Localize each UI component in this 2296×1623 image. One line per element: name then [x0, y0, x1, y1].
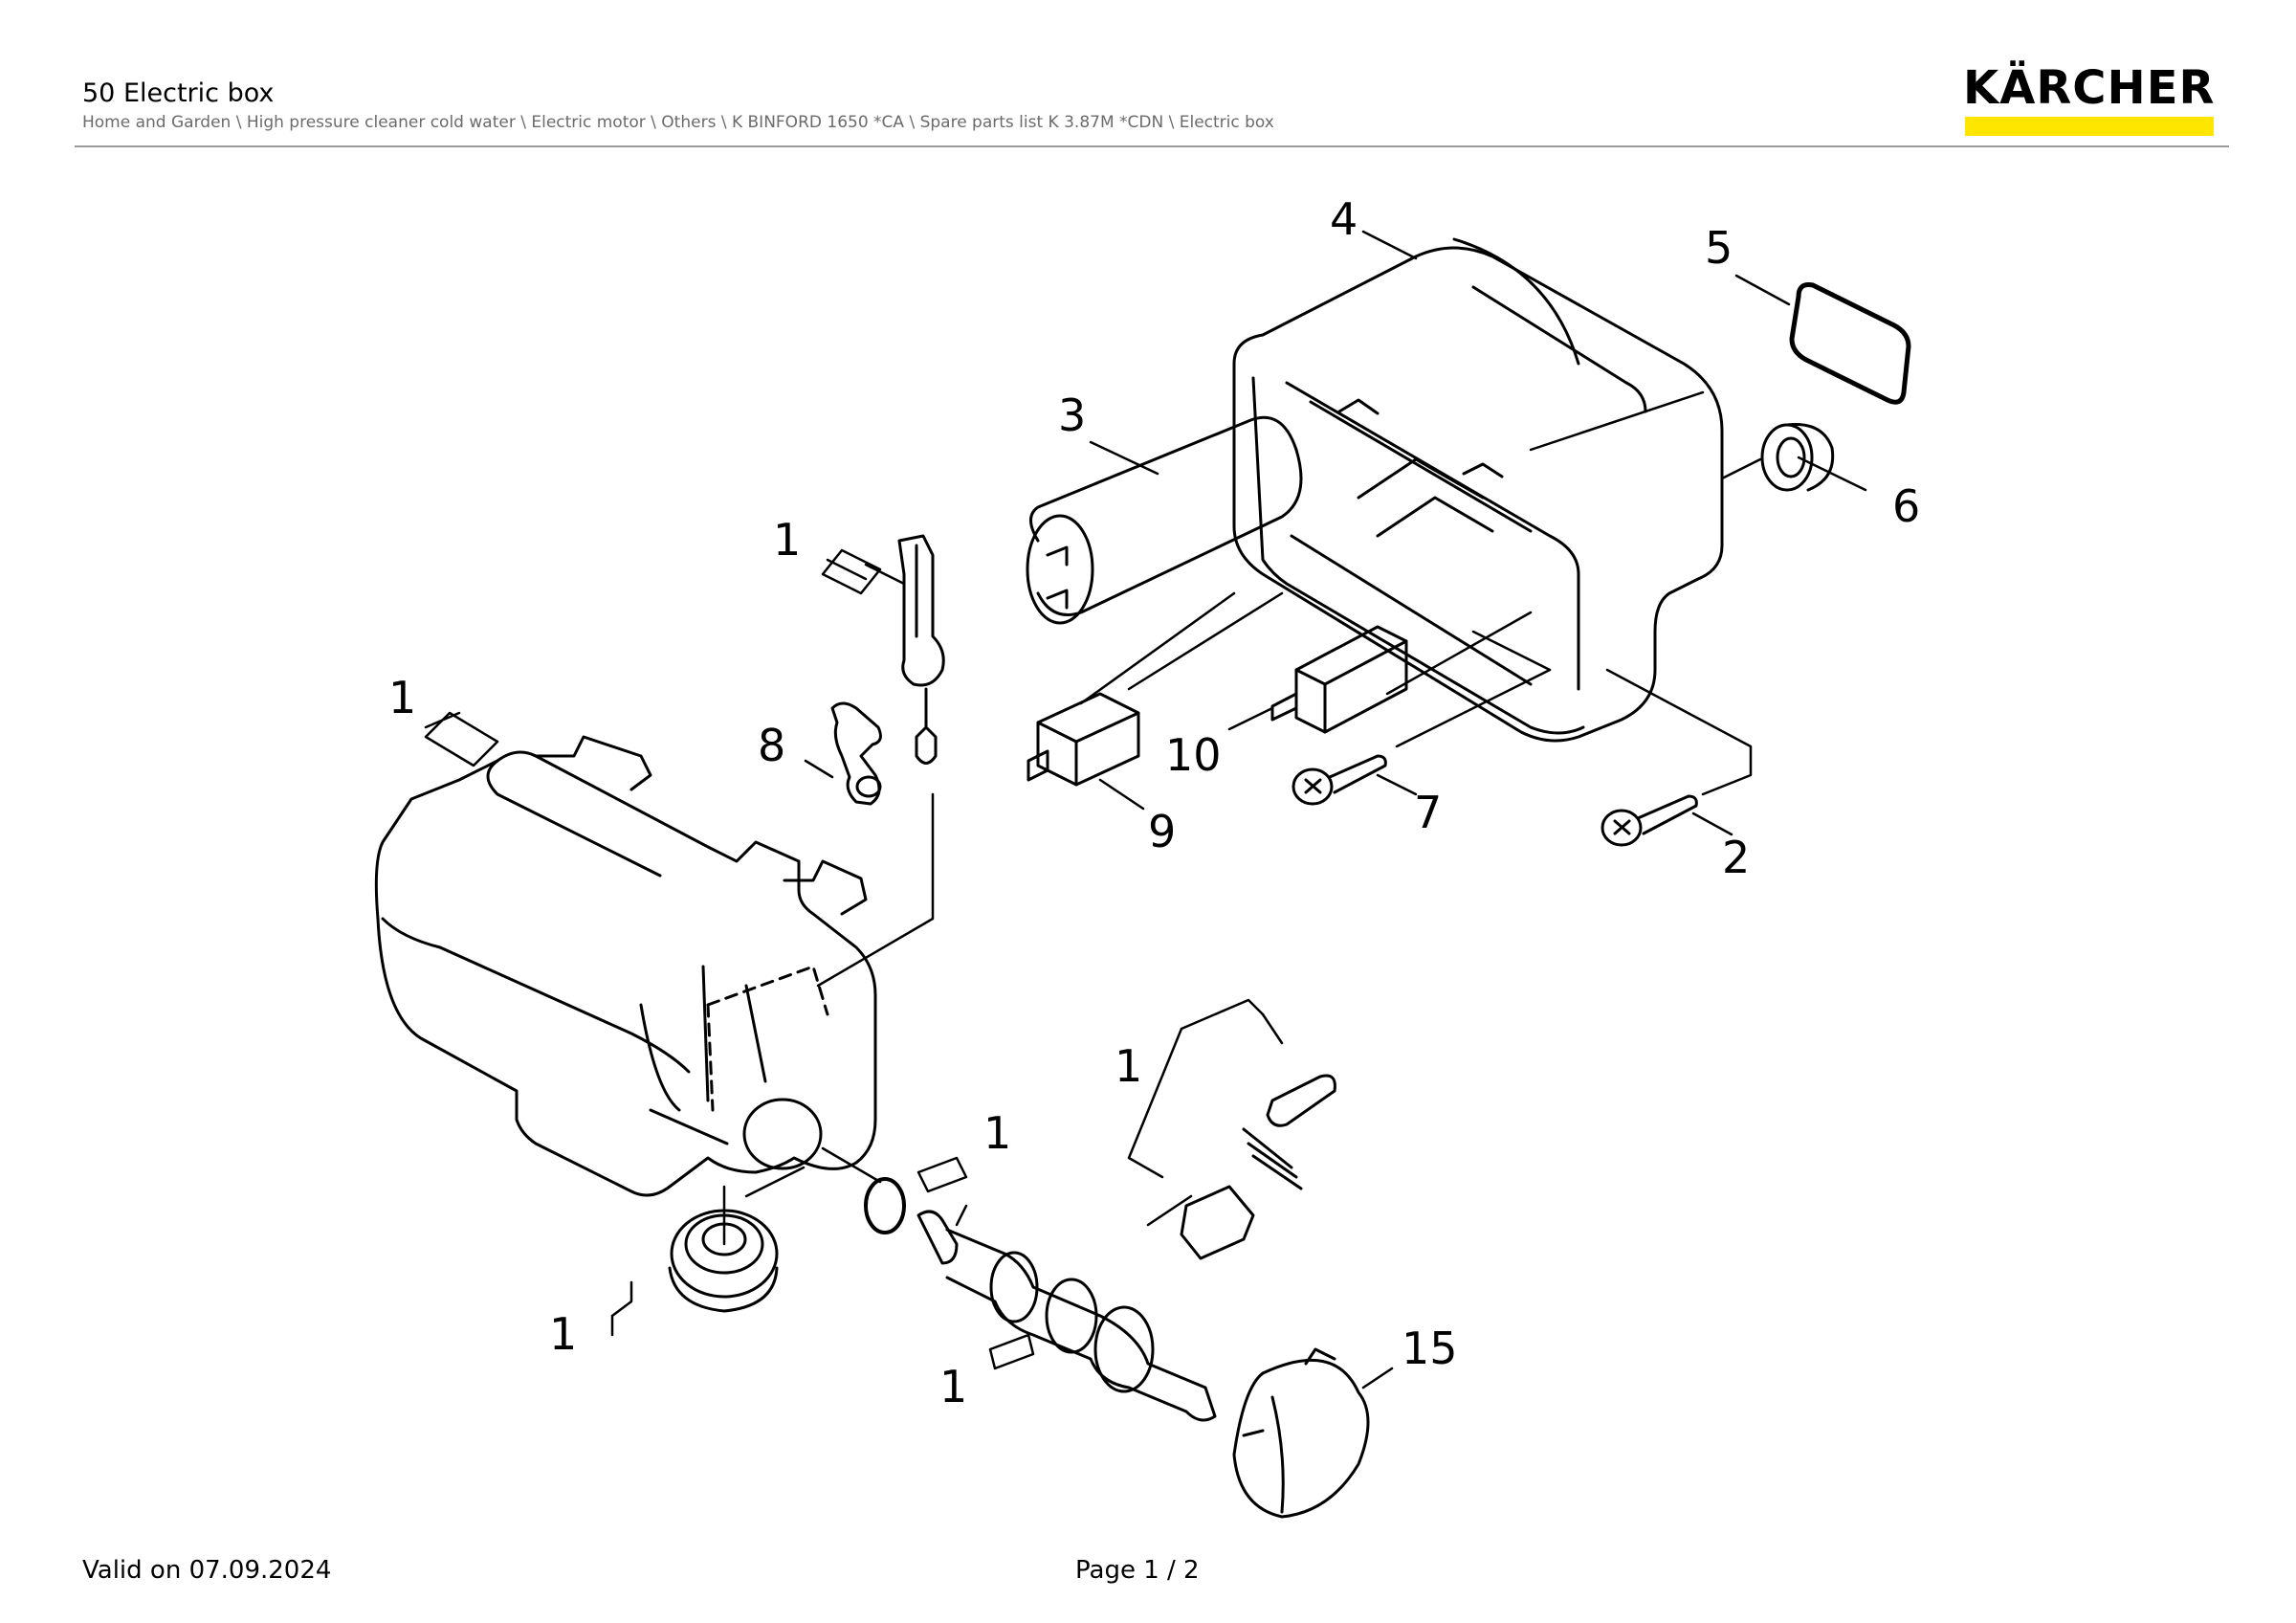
label-part-8: 8	[758, 720, 785, 771]
capacitor-part-3	[1026, 415, 1303, 625]
label-part-9: 9	[1148, 806, 1176, 857]
valve-assembly	[916, 1210, 1217, 1422]
housing-front	[374, 735, 877, 1197]
logo-yellow-bar	[1965, 117, 2214, 136]
label-part-5: 5	[1705, 222, 1733, 274]
label-part-3: 3	[1058, 389, 1086, 441]
label-part-4: 4	[1330, 193, 1358, 245]
label-part-15: 15	[1402, 1323, 1458, 1374]
lever-part-1	[897, 534, 945, 765]
label-part-2: 2	[1722, 832, 1750, 883]
label-part-7: 7	[1414, 787, 1442, 838]
gasket-part-5	[1789, 282, 1911, 405]
label-part-6: 6	[1892, 480, 1920, 532]
screw-part-7	[1292, 754, 1387, 806]
valid-date: Valid on 07.09.2024	[82, 1556, 332, 1585]
leader-lines	[424, 230, 1867, 1390]
cam-part-8	[830, 701, 882, 806]
label-part-1a: 1	[773, 514, 801, 566]
label-part-1c: 1	[1115, 1040, 1142, 1092]
header-divider	[75, 145, 2229, 147]
grommet-part-6	[1760, 423, 1835, 492]
label-part-1e: 1	[549, 1308, 577, 1360]
o-ring	[864, 1177, 906, 1234]
label-part-1f: 1	[939, 1361, 967, 1412]
page-title: 50 Electric box	[82, 78, 275, 108]
page-header: 50 Electric box Home and Garden \ High p…	[0, 0, 2296, 153]
karcher-logo: KÄRCHER	[1963, 59, 2214, 138]
label-part-1d: 1	[983, 1107, 1011, 1159]
page-number: Page 1 / 2	[1075, 1556, 1200, 1585]
knob-part-15	[1232, 1347, 1370, 1519]
housing-rear-part-4	[1232, 237, 1724, 743]
label-part-1b: 1	[388, 672, 416, 723]
logo-wordmark: KÄRCHER	[1963, 61, 2216, 115]
exploded-parts-drawing: 4 5 6 3 1 1 8 10 9 7 2 1 1 1 1 15	[374, 193, 1920, 1519]
screw-part-2	[1601, 794, 1698, 847]
module-part-10	[1270, 625, 1408, 734]
spring-kit	[1180, 1074, 1336, 1260]
label-part-10: 10	[1165, 729, 1222, 781]
breadcrumb: Home and Garden \ High pressure cleaner …	[82, 113, 1274, 132]
switch-part-9	[1027, 692, 1140, 787]
